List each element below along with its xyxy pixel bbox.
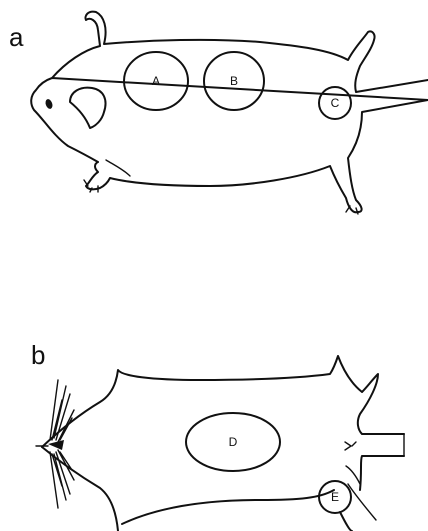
injection-site-d: D [186,413,280,471]
panel-b-letter: b [31,340,45,370]
site-a-label: A [152,74,160,88]
site-c-label: C [331,96,340,110]
mouse-dorsal-outline-icon [31,12,428,214]
injection-site-e: E [319,481,351,513]
injection-site-b: B [204,52,264,110]
site-d-label: D [229,435,238,449]
panel-a-letter: a [9,22,24,52]
injection-site-a: A [124,52,188,110]
site-e-label: E [331,490,339,504]
panel-a: a A B C [9,12,428,214]
site-b-label: B [230,74,238,88]
panel-b: b D E [31,340,404,531]
injection-site-c: C [319,87,351,119]
